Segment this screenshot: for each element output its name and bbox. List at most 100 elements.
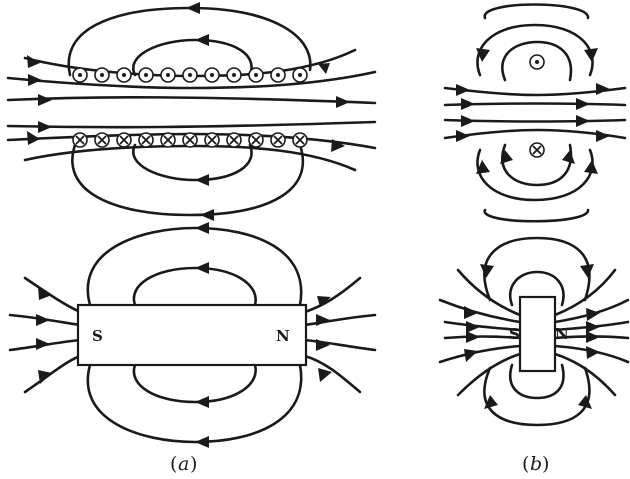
arrowhead bbox=[38, 121, 52, 133]
caption-b: ( b ) bbox=[522, 453, 549, 475]
svg-text:): ) bbox=[542, 453, 549, 475]
field-line bbox=[303, 354, 362, 394]
arrowhead bbox=[500, 150, 513, 164]
field-line bbox=[456, 268, 522, 317]
arrowhead bbox=[27, 55, 40, 68]
field-line bbox=[483, 208, 590, 223]
arrowhead bbox=[596, 130, 610, 142]
field-line bbox=[132, 143, 253, 182]
svg-text:(: ( bbox=[170, 453, 177, 475]
arrowhead bbox=[576, 115, 590, 127]
field-line bbox=[509, 363, 565, 400]
arrowhead bbox=[461, 98, 475, 110]
field-line bbox=[553, 352, 617, 397]
field-line bbox=[86, 226, 303, 307]
current-out-of-page-row bbox=[72, 67, 308, 83]
arrowhead bbox=[461, 115, 475, 127]
field-line bbox=[67, 6, 312, 77]
field-line bbox=[553, 268, 617, 317]
bar-magnet-field-panel: S N bbox=[8, 222, 377, 448]
arrowhead bbox=[27, 131, 40, 145]
field-line bbox=[501, 143, 573, 187]
arrowhead bbox=[38, 370, 52, 384]
arrowhead bbox=[596, 83, 610, 95]
arrowhead bbox=[586, 331, 600, 343]
short-magnet bbox=[518, 295, 557, 373]
arrowhead bbox=[456, 84, 470, 96]
arrowhead bbox=[36, 338, 50, 350]
south-pole-label: S bbox=[92, 327, 103, 345]
field-line bbox=[71, 143, 305, 217]
arrowhead bbox=[186, 2, 200, 14]
field-line bbox=[443, 335, 522, 340]
svg-text:(: ( bbox=[522, 453, 529, 475]
field-line bbox=[483, 3, 590, 20]
field-line bbox=[509, 270, 565, 307]
field-line bbox=[86, 363, 303, 444]
field-line bbox=[6, 70, 377, 90]
north-pole-label: N bbox=[555, 325, 569, 343]
arrowhead bbox=[195, 396, 209, 408]
field-line bbox=[483, 366, 591, 427]
field-line bbox=[303, 338, 377, 352]
arrowhead bbox=[466, 321, 480, 333]
arrowhead bbox=[464, 306, 478, 319]
field-line bbox=[132, 363, 257, 404]
arrowhead bbox=[200, 209, 214, 221]
arrowhead bbox=[586, 308, 600, 321]
field-line bbox=[303, 276, 362, 314]
solenoid-field-panel bbox=[6, 2, 377, 221]
arrowhead bbox=[316, 314, 330, 326]
svg-text:b: b bbox=[530, 453, 542, 475]
south-pole-label: S bbox=[509, 325, 520, 343]
arrowhead bbox=[580, 264, 594, 278]
arrowhead bbox=[318, 368, 332, 382]
field-line bbox=[23, 354, 82, 394]
field-line bbox=[6, 96, 377, 105]
field-line bbox=[303, 313, 377, 327]
arrowhead bbox=[464, 349, 478, 362]
arrowhead bbox=[318, 63, 330, 74]
arrowhead bbox=[38, 286, 52, 300]
arrowhead bbox=[584, 160, 598, 174]
arrowhead bbox=[36, 314, 50, 326]
arrowhead bbox=[336, 96, 350, 108]
arrowhead bbox=[317, 296, 331, 307]
svg-text:): ) bbox=[190, 453, 197, 475]
arrowhead bbox=[195, 222, 209, 234]
current-into-page-symbol bbox=[529, 142, 545, 158]
arrowhead bbox=[578, 395, 592, 409]
arrowhead bbox=[195, 34, 209, 46]
current-loop-field-panel bbox=[443, 3, 627, 223]
field-line bbox=[456, 352, 522, 397]
short-magnet-field-panel: S N bbox=[438, 236, 630, 427]
arrowhead bbox=[584, 48, 598, 62]
arrowhead bbox=[28, 74, 42, 86]
arrowhead bbox=[562, 150, 575, 164]
arrowhead bbox=[316, 339, 330, 351]
current-out-of-page-symbol bbox=[529, 54, 545, 70]
arrowhead bbox=[586, 346, 600, 359]
arrowhead bbox=[480, 264, 494, 278]
arrowhead bbox=[195, 436, 209, 448]
svg-text:a: a bbox=[178, 453, 189, 475]
arrowhead bbox=[586, 321, 600, 333]
arrowhead bbox=[331, 139, 345, 152]
field-line bbox=[438, 344, 522, 364]
arrowhead bbox=[476, 160, 490, 174]
arrowhead bbox=[484, 395, 498, 409]
arrowhead bbox=[576, 98, 590, 110]
bar-magnet bbox=[76, 303, 308, 367]
field-line bbox=[23, 276, 82, 314]
field-line bbox=[438, 298, 522, 324]
arrowhead bbox=[195, 262, 209, 274]
arrowhead bbox=[195, 174, 209, 186]
field-line bbox=[501, 40, 573, 82]
arrowhead bbox=[38, 94, 52, 106]
arrowhead bbox=[466, 331, 480, 343]
field-line bbox=[443, 320, 522, 332]
caption-a: ( a ) bbox=[170, 453, 197, 475]
north-pole-label: N bbox=[276, 327, 290, 345]
field-line bbox=[6, 120, 377, 129]
